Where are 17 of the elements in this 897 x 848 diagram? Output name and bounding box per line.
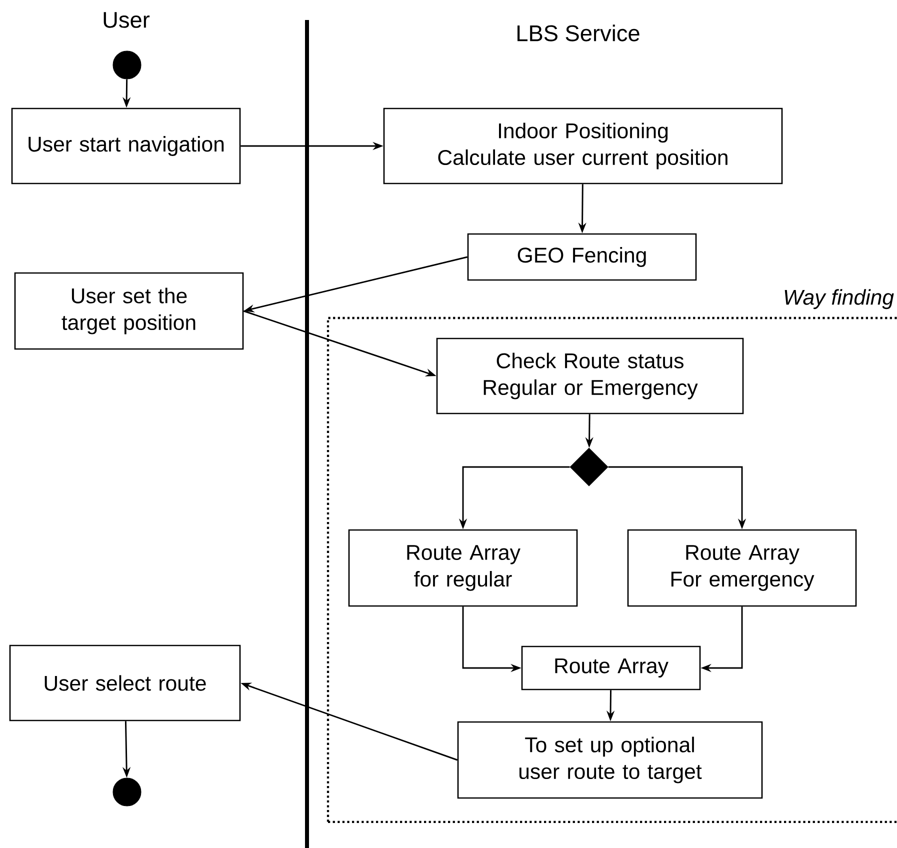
start-end-dot xyxy=(112,778,142,806)
frame xyxy=(326,316,897,824)
activity-box: GEO Fencing xyxy=(467,233,697,281)
frame-title: Way finding xyxy=(784,289,894,310)
activity-box: To set up optional user route to target xyxy=(457,721,763,799)
activity-box: User start navigation xyxy=(11,108,241,184)
activity-box: User select route xyxy=(9,644,241,722)
activity-box: User set the target position xyxy=(14,272,244,350)
activity-box: Route Array for regular xyxy=(348,529,578,607)
lane-title: LBS Service xyxy=(518,24,640,42)
activity-box: Route Array For emergency xyxy=(627,529,857,607)
activity-box: Indoor Positioning Calculate user current position xyxy=(383,108,783,184)
start-end-dot xyxy=(112,50,142,80)
activity-box: Check Route status Regular or Emergency xyxy=(436,338,744,414)
decision-diamond xyxy=(570,448,608,486)
lane-title: User xyxy=(104,12,150,28)
activity-box: Route Array xyxy=(521,646,701,690)
